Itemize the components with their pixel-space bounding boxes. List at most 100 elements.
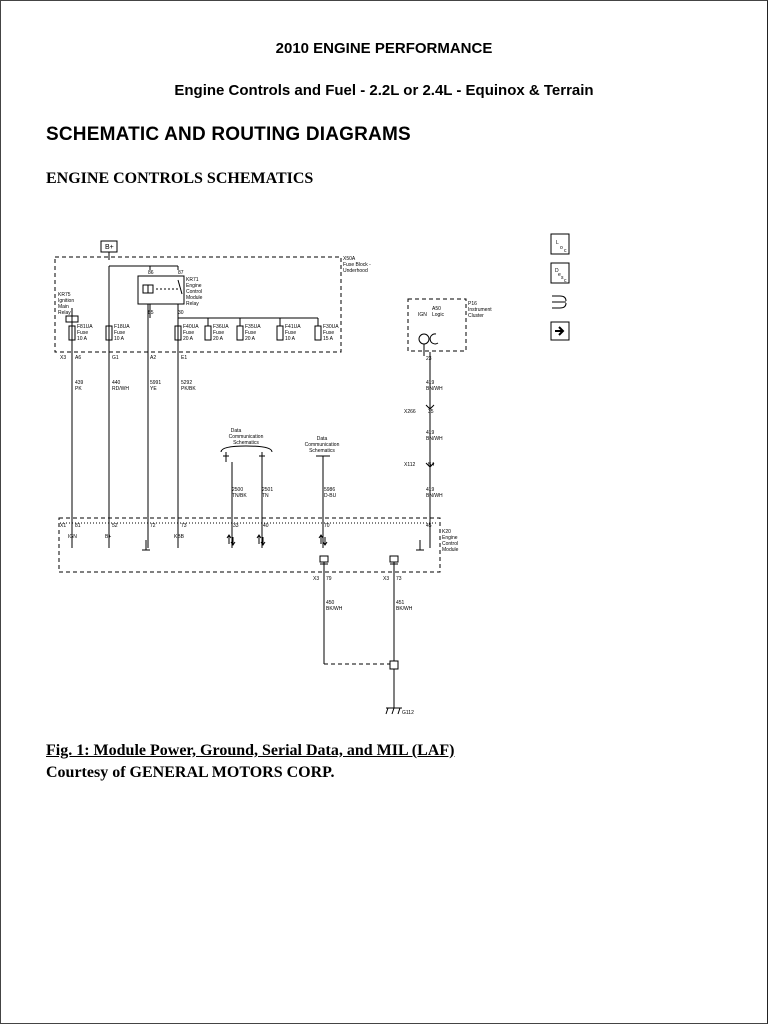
ecm-pin: 33 <box>233 523 239 529</box>
ecm-line1: Engine <box>442 535 458 541</box>
fuse-conn: X3 <box>60 355 66 361</box>
figure-caption: Fig. 1: Module Power, Ground, Serial Dat… <box>46 742 455 759</box>
data-comm-right-1: Data <box>317 436 328 442</box>
data-comm-left-3: Schematics <box>233 440 259 446</box>
document-subtitle: Engine Controls and Fuel - 2.2L or 2.4L … <box>174 82 594 99</box>
fuse-label-rating: 10 A <box>285 336 296 342</box>
ground-pin-a: 79 <box>326 576 332 582</box>
ecm-outline <box>58 517 441 573</box>
serial-color: D-BU <box>324 493 337 499</box>
serial-circuit: 2500 <box>232 487 243 493</box>
ecm-pin: 40 <box>263 523 269 529</box>
ground-conn-b: X3 <box>383 576 389 582</box>
ground-wire-color: BK/WH <box>326 606 343 612</box>
fuse-label-type: Fuse <box>213 330 224 336</box>
wire-color: PK/BK <box>181 386 196 392</box>
data-comm-left-1: Data <box>231 428 242 434</box>
fuse-f35ua <box>236 325 244 341</box>
fuse-pin-a6: A6 <box>75 355 81 361</box>
fuse-label-type: Fuse <box>77 330 88 336</box>
fuse-label-rating: 20 A <box>183 336 194 342</box>
fuse-label-id: F81UA <box>77 324 93 330</box>
fuse-block-line1: Fuse Block - <box>343 262 371 268</box>
fuse-block-outline <box>54 256 342 353</box>
x112-pin: B4 <box>428 462 434 468</box>
ecm-pin: 81 <box>75 523 81 529</box>
ground-pin-b: 73 <box>396 576 402 582</box>
ground-id: G112 <box>402 710 414 716</box>
section-title: SCHEMATIC AND ROUTING DIAGRAMS <box>46 124 411 145</box>
x266-conn: X266 <box>404 409 416 415</box>
ecm-pin: 73 <box>181 523 187 529</box>
x266-pin: 35 <box>428 409 434 415</box>
fuse-label-type: Fuse <box>245 330 256 336</box>
relay-kr71-id: KR71 <box>186 277 199 283</box>
fuse-label-rating: 20 A <box>213 336 224 342</box>
figure-courtesy: Courtesy of GENERAL MOTORS CORP. <box>46 764 335 781</box>
cluster-pin: 23 <box>426 356 432 362</box>
connector-icon[interactable] <box>552 295 567 309</box>
relay-kr71-line1: Engine <box>186 283 202 289</box>
fuse-label-rating: 15 A <box>323 336 334 342</box>
fuse-label-id: F41UA <box>285 324 301 330</box>
mil-color: BN/WH <box>426 386 443 392</box>
fuse-block-id: X50A <box>343 256 356 262</box>
relay-kr75-line2: Main <box>58 304 69 310</box>
wiring-schematic: B+ X50A Fuse Block - Underhood KR71 Engi… <box>54 233 570 716</box>
fuse-label-id: F30UA <box>323 324 339 330</box>
wire-color: RD/WH <box>112 386 129 392</box>
cluster-ign: IGN <box>418 312 427 318</box>
data-comm-right-2: Communication <box>305 442 340 448</box>
section-subtitle: ENGINE CONTROLS SCHEMATICS <box>46 170 314 187</box>
cluster-logic-id: A50 <box>432 306 441 312</box>
battery-label: B+ <box>105 244 114 251</box>
wire-circuit: 5292 <box>181 380 192 386</box>
svg-text:c: c <box>564 248 567 254</box>
fuse-pin-e1: E1 <box>181 355 187 361</box>
serial-circuit: 5986 <box>324 487 335 493</box>
ecm-label: B+ <box>105 534 111 540</box>
ecm-line3: Module <box>442 547 459 553</box>
ecm-pin: 70 <box>324 523 330 529</box>
ecm-label: IGN <box>68 534 77 540</box>
mil-circuit: 419 <box>426 380 435 386</box>
instrument-cluster-outline <box>407 298 467 352</box>
wire-color: PK <box>75 386 82 392</box>
mil-color-2: BN/WH <box>426 436 443 442</box>
relay-kr71-line3: Module <box>186 295 203 301</box>
fuse-block-line2: Underhood <box>343 268 368 274</box>
fuse-label-rating: 10 A <box>114 336 125 342</box>
data-comm-left-2: Communication <box>229 434 264 440</box>
mil-circuit-2: 419 <box>426 430 435 436</box>
wire-circuit: 439 <box>75 380 84 386</box>
document-title: 2010 ENGINE PERFORMANCE <box>275 40 493 57</box>
svg-text:e: e <box>558 272 561 278</box>
ecm-id: K20 <box>442 529 451 535</box>
wire-circuit: 440 <box>112 380 121 386</box>
mil-circuit-3: 419 <box>426 487 435 493</box>
fuse-f36ua <box>204 325 212 341</box>
relay-kr71-line2: Control <box>186 289 202 295</box>
relay-pin-85: 85 <box>148 310 154 316</box>
ecm-pin: 52 <box>112 523 118 529</box>
relay-pin-30: 30 <box>178 310 184 316</box>
fuse-label-type: Fuse <box>323 330 334 336</box>
fuse-label-type: Fuse <box>183 330 194 336</box>
ground-conn-a: X3 <box>313 576 319 582</box>
fuse-label-rating: 20 A <box>245 336 256 342</box>
serial-circuit: 2501 <box>262 487 273 493</box>
next-icon[interactable] <box>550 321 570 341</box>
svg-text:s: s <box>561 275 564 281</box>
relay-pin-86: 86 <box>148 270 154 276</box>
fuse-pin-g1: G1 <box>112 355 119 361</box>
relay-kr75-line3: Relay <box>58 310 71 316</box>
ground-wire-color: BK/WH <box>396 606 413 612</box>
ecm-conn: X1 <box>60 523 66 529</box>
svg-text:L: L <box>556 240 559 246</box>
fuse-f30ua <box>314 325 322 341</box>
serial-color: TN <box>262 493 269 499</box>
mil-color-3: BN/WH <box>426 493 443 499</box>
cluster-logic: Logic <box>432 312 444 318</box>
